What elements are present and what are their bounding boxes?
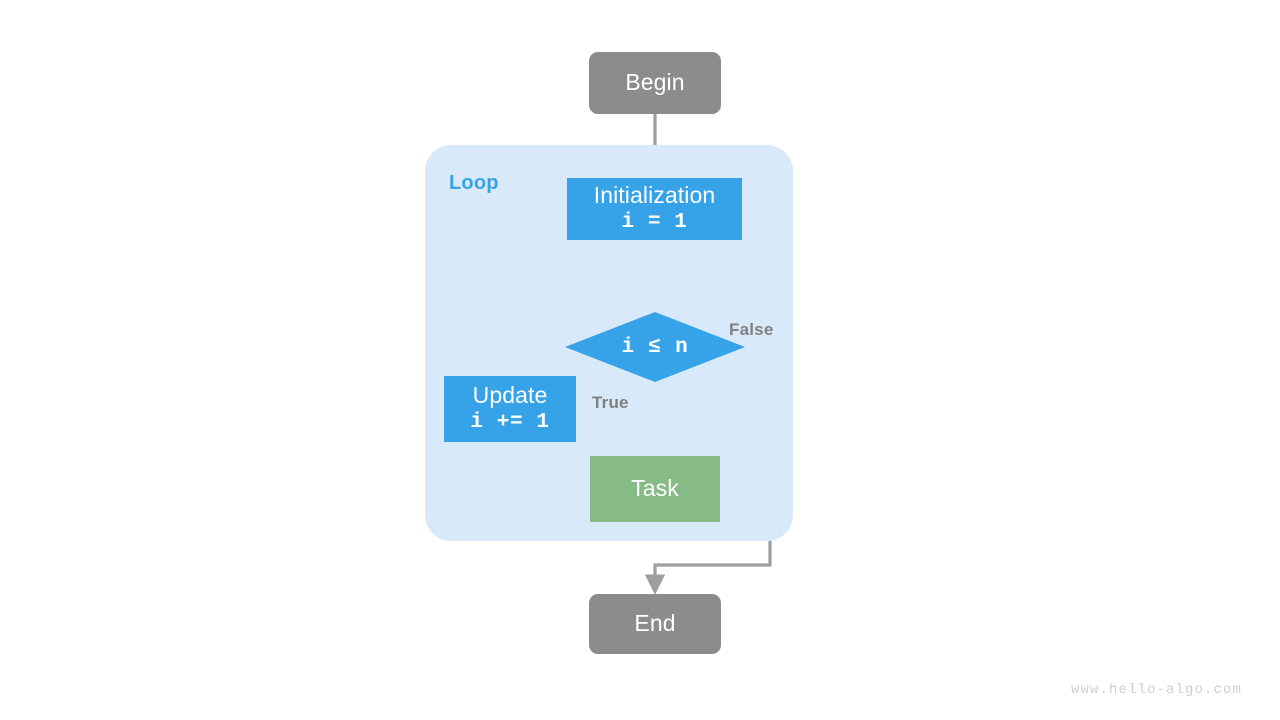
node-condition-label: i ≤ n xyxy=(621,335,689,359)
node-update-title: Update xyxy=(472,382,548,409)
node-update[interactable]: Update i += 1 xyxy=(444,376,576,442)
edge-label-true: True xyxy=(592,393,629,412)
edge-label-false: False xyxy=(729,320,774,339)
node-initialization-title: Initialization xyxy=(593,182,716,209)
watermark: www.hello-algo.com xyxy=(1070,682,1242,698)
node-end-label: End xyxy=(634,610,676,637)
loop-group-label: Loop xyxy=(449,172,499,194)
node-task-title: Task xyxy=(631,475,679,502)
node-initialization[interactable]: Initialization i = 1 xyxy=(567,178,742,240)
node-end[interactable]: End xyxy=(589,594,721,654)
node-begin-label: Begin xyxy=(625,69,685,96)
node-begin[interactable]: Begin xyxy=(589,52,721,114)
node-update-code: i += 1 xyxy=(470,411,550,435)
node-task[interactable]: Task xyxy=(590,456,720,522)
diamond-shape xyxy=(565,312,745,382)
node-initialization-code: i = 1 xyxy=(621,211,688,235)
node-condition[interactable]: i ≤ n xyxy=(565,312,745,382)
